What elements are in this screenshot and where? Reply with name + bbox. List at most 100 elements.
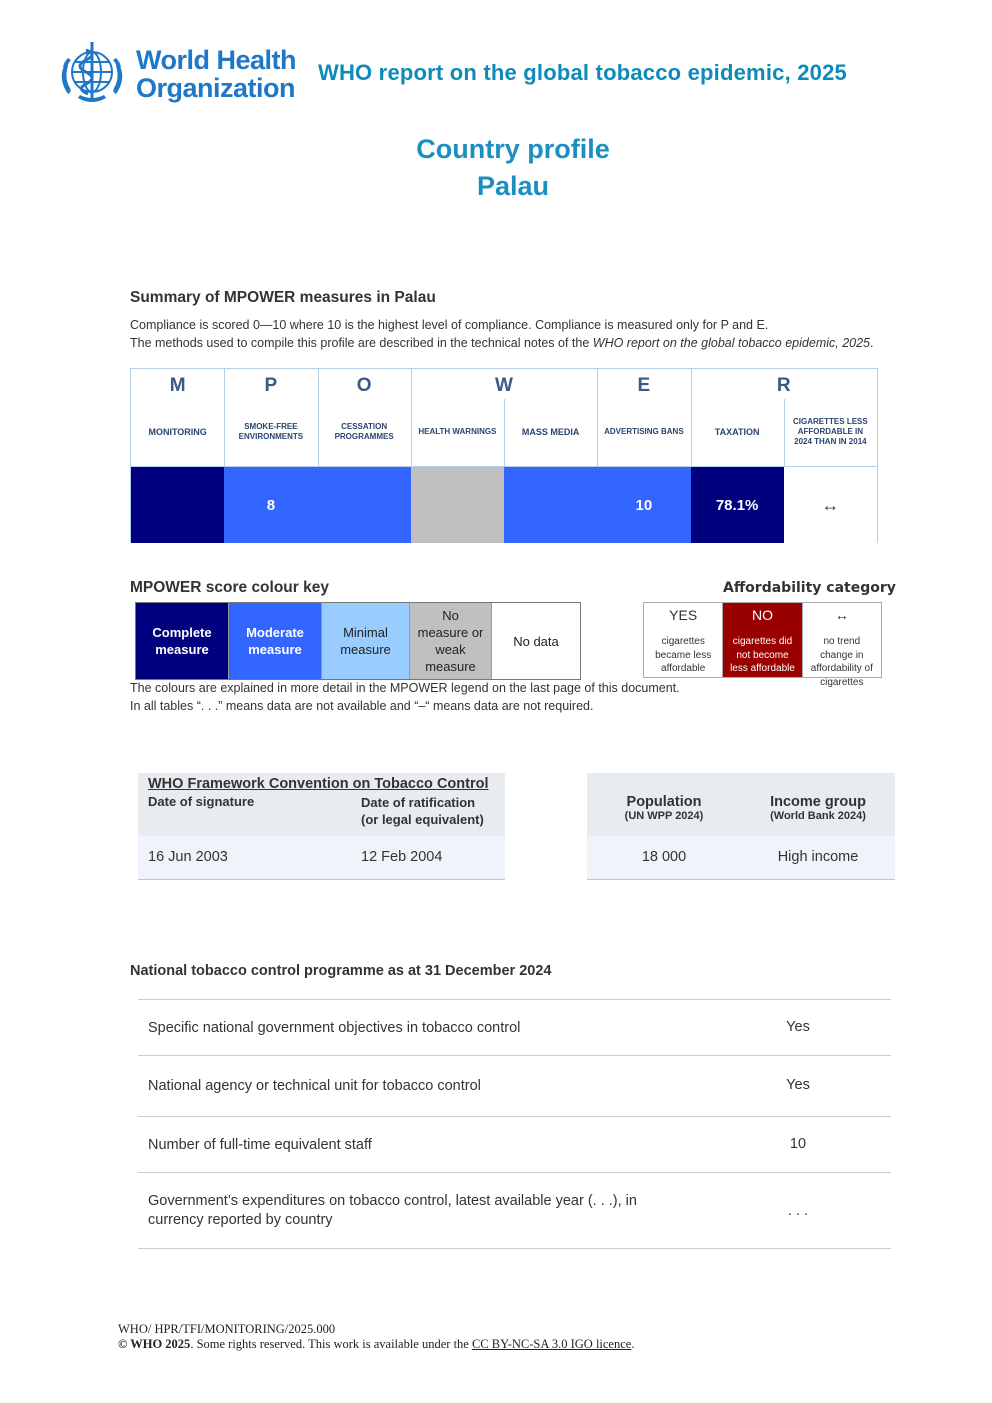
mpower-letter: O	[356, 375, 372, 396]
colour-key-item: Complete measure	[136, 603, 228, 679]
who-logo	[52, 36, 282, 108]
colour-key-item: No measure or weak measure	[409, 603, 491, 679]
affordability-item-head: NO	[751, 607, 773, 623]
population-label: Population	[626, 794, 702, 810]
mpower-score-cell: ↔	[783, 467, 877, 543]
summary-notes: Compliance is scored 0—10 where 10 is th…	[130, 316, 910, 352]
population-value: 18 000	[641, 849, 687, 865]
programme-row-value: 10	[789, 1136, 807, 1152]
key-note-2: In all tables “. . .” means data are not…	[130, 699, 594, 713]
programme-row-value: . . .	[787, 1203, 809, 1219]
mpower-grid-line	[504, 399, 505, 467]
who-emblem-icon	[61, 42, 123, 102]
summary-note-2-italic: WHO report on the global tobacco epidemi…	[592, 336, 871, 350]
mpower-score-cell: 10	[597, 467, 691, 543]
programme-row-label: Specific national government objectives …	[148, 1020, 521, 1036]
mpower-column-label: MONITORING	[148, 427, 207, 437]
copyright-bold: © WHO 2025	[118, 1337, 191, 1351]
mpower-grid-line	[690, 369, 692, 467]
fctc-signature-label: Date of signature	[148, 794, 255, 809]
summary-note-2-end: .	[870, 336, 874, 350]
key-note-1: The colours are explained in more detail…	[130, 681, 680, 695]
programme-row: Government’s expenditures on tobacco con…	[138, 1172, 891, 1249]
mpower-column-label: CIGARETTES LESS AFFORDABLE IN 2024 THAN …	[793, 417, 868, 446]
mpower-letter: R	[776, 375, 791, 396]
affordability-key: YES cigarettes became less affordable NO ci…	[643, 602, 882, 688]
programme-row-label: Government’s expenditures on tobacco con…	[148, 1193, 637, 1228]
colour-key-item: Moderate measure	[228, 603, 321, 679]
affordability-item-desc: cigarettes did not become less affordabl…	[730, 636, 795, 674]
document-code: WHO/ HPR/TFI/MONITORING/2025.000	[118, 1322, 336, 1336]
mpower-column-label: SMOKE-FREE ENVIRONMENTS	[238, 422, 304, 441]
income-value: High income	[777, 849, 859, 865]
affordability-item: ↔no trend change in affordability of cig…	[801, 603, 881, 688]
mpower-letter: E	[637, 375, 651, 396]
mpower-grid-line	[317, 369, 319, 467]
page-title: Country profile	[416, 134, 610, 164]
mpower-score-cell	[410, 467, 504, 543]
licence-link[interactable]: CC BY-NC-SA 3.0 IGO licence	[471, 1337, 632, 1351]
mpower-letter: W	[495, 375, 513, 396]
mpower-grid-line	[131, 466, 877, 467]
mpower-grid-line	[410, 369, 412, 467]
org-name: World Health Organization	[136, 45, 297, 103]
fctc-ratification-label-line1: Date of ratification	[361, 795, 476, 810]
org-name-line2: Organization	[136, 73, 296, 103]
income-header: Income group (World Bank 2024)	[741, 794, 895, 822]
demographics-row: 18 000 High income	[587, 836, 895, 880]
mpower-grid-line	[783, 399, 785, 467]
mpower-column-label: HEALTH WARNINGS	[418, 427, 497, 436]
summary-note-1: Compliance is scored 0—10 where 10 is th…	[130, 318, 769, 332]
fctc-signature-date: 16 Jun 2003	[148, 849, 228, 865]
copyright-text: . Some rights reserved. This work is ava…	[190, 1337, 472, 1351]
programme-row-label: Number of full-time equivalent staff	[148, 1137, 372, 1153]
summary-heading: Summary of MPOWER measures in Palau	[130, 289, 436, 306]
mpower-letter: M	[169, 375, 186, 396]
mpower-column-label: TAXATION	[714, 427, 760, 437]
mpower-score-cell: 78.1%	[690, 467, 784, 543]
mpower-grid-line	[597, 369, 599, 467]
affordability-item: NO cigarettes did not become less afforda…	[722, 603, 802, 677]
fctc-row: 16 Jun 2003 12 Feb 2004	[138, 836, 505, 880]
mpower-letter: P	[264, 375, 278, 396]
org-name-line1: World Health	[136, 45, 297, 75]
mpower-column-label: CESSATION PROGRAMMES	[334, 422, 394, 441]
fctc-ratification-label: Date of ratification (or legal equivalen…	[361, 794, 484, 828]
affordability-item-desc: no trend change in affordability of ciga…	[810, 636, 873, 688]
fctc-title: WHO Framework Convention on Tobacco Cont…	[148, 776, 489, 792]
summary-note-2: The methods used to compile this profile…	[130, 334, 910, 352]
population-header: Population (UN WPP 2024)	[587, 794, 741, 822]
key-notes: The colours are explained in more detail…	[130, 679, 910, 715]
copyright-line: © WHO 2025. Some rights reserved. This w…	[118, 1337, 634, 1352]
mpower-score-cell	[504, 467, 598, 543]
mpower-score-cell	[131, 467, 225, 543]
fctc-ratification-label-line2: (or legal equivalent)	[361, 812, 484, 827]
programme-row-label: National agency or technical unit for to…	[148, 1078, 481, 1094]
programme-heading: National tobacco control programme as at…	[130, 963, 552, 979]
income-label: Income group	[770, 794, 866, 810]
affordability-item-head: YES	[669, 607, 698, 623]
colour-key-heading: MPOWER score colour key	[130, 579, 329, 596]
programme-row: Number of full-time equivalent staff 10	[138, 1116, 891, 1173]
programme-row-value: Yes	[786, 1077, 810, 1093]
fctc-ratification-date: 12 Feb 2004	[361, 849, 443, 865]
summary-note-2-text: The methods used to compile this profile…	[130, 336, 593, 350]
affordability-heading: Affordability category	[723, 580, 896, 596]
programme-row-value: Yes	[786, 1019, 810, 1035]
mpower-score-cell: 8	[224, 467, 318, 543]
colour-key-item: Minimal measure	[321, 603, 409, 679]
demographics-header: Population (UN WPP 2024) Income group (W…	[587, 773, 895, 836]
fctc-header: WHO Framework Convention on Tobacco Cont…	[138, 773, 505, 836]
programme-row: Specific national government objectives …	[138, 999, 891, 1056]
colour-key-item: No data	[491, 603, 580, 679]
mpower-grid-line	[224, 369, 226, 467]
report-title: WHO report on the global tobacco epidemi…	[318, 60, 847, 85]
programme-row: National agency or technical unit for to…	[138, 1055, 891, 1117]
mpower-table: M P O W E R MONITORING SMOKE-FREE ENVIRONMENTS 8…	[130, 368, 878, 543]
copyright-end: .	[631, 1337, 635, 1351]
mpower-column-label: MASS MEDIA	[521, 427, 580, 437]
affordability-item-desc: cigarettes became less affordable	[655, 636, 712, 674]
income-source: (World Bank 2024)	[770, 810, 866, 822]
mpower-column-label: ADVERTISING BANS	[604, 427, 684, 436]
